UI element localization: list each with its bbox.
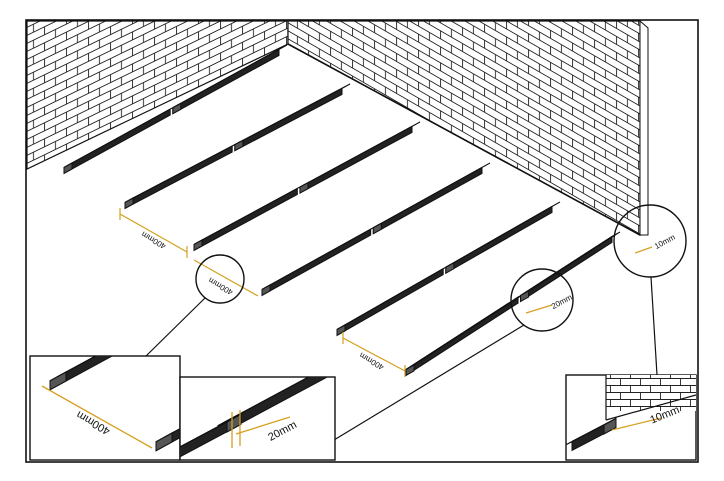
joist-5-b	[445, 201, 561, 275]
inset1-joist-upper	[49, 356, 114, 391]
joist-4-a	[261, 224, 379, 297]
inset-joint-gap-detail: 20mm	[179, 376, 336, 461]
joist-2-a	[124, 141, 241, 210]
joist-group	[63, 44, 621, 377]
joist-6-b	[520, 231, 621, 303]
joist-5-a	[336, 263, 452, 337]
dimension-label-20mm-main: 20mm	[550, 292, 574, 311]
joist-4-b	[372, 162, 491, 235]
right-brick-wall	[287, 19, 649, 237]
joist-3-b	[299, 121, 421, 194]
dimension-10mm-main	[634, 246, 653, 254]
joist-3-a	[193, 183, 306, 252]
dimension-400mm-lower	[342, 332, 406, 377]
joist-1-a	[63, 104, 179, 175]
dimension-400mm-upper	[119, 208, 188, 258]
dimension-400mm-middle	[193, 259, 259, 297]
dimension-label-400mm-middle: 400mm	[207, 275, 235, 296]
magnifier-circles	[195, 204, 687, 332]
dimension-20mm-main	[525, 304, 553, 314]
inset-wall-gap-detail: 10mm	[565, 374, 697, 461]
inset3-joist	[566, 417, 617, 452]
left-brick-wall	[26, 20, 289, 170]
dimension-label-10mm-main: 10mm	[653, 232, 677, 251]
leader-lines	[144, 276, 658, 441]
diagram-frame	[25, 19, 699, 463]
inset1-joist-lower	[155, 428, 180, 452]
joist-2-b	[234, 83, 351, 152]
joist-6-a	[405, 292, 527, 377]
inset-spacing-detail: 400mm	[29, 355, 181, 461]
inset2-joist-left	[180, 413, 242, 458]
joist-1-b	[172, 44, 288, 115]
